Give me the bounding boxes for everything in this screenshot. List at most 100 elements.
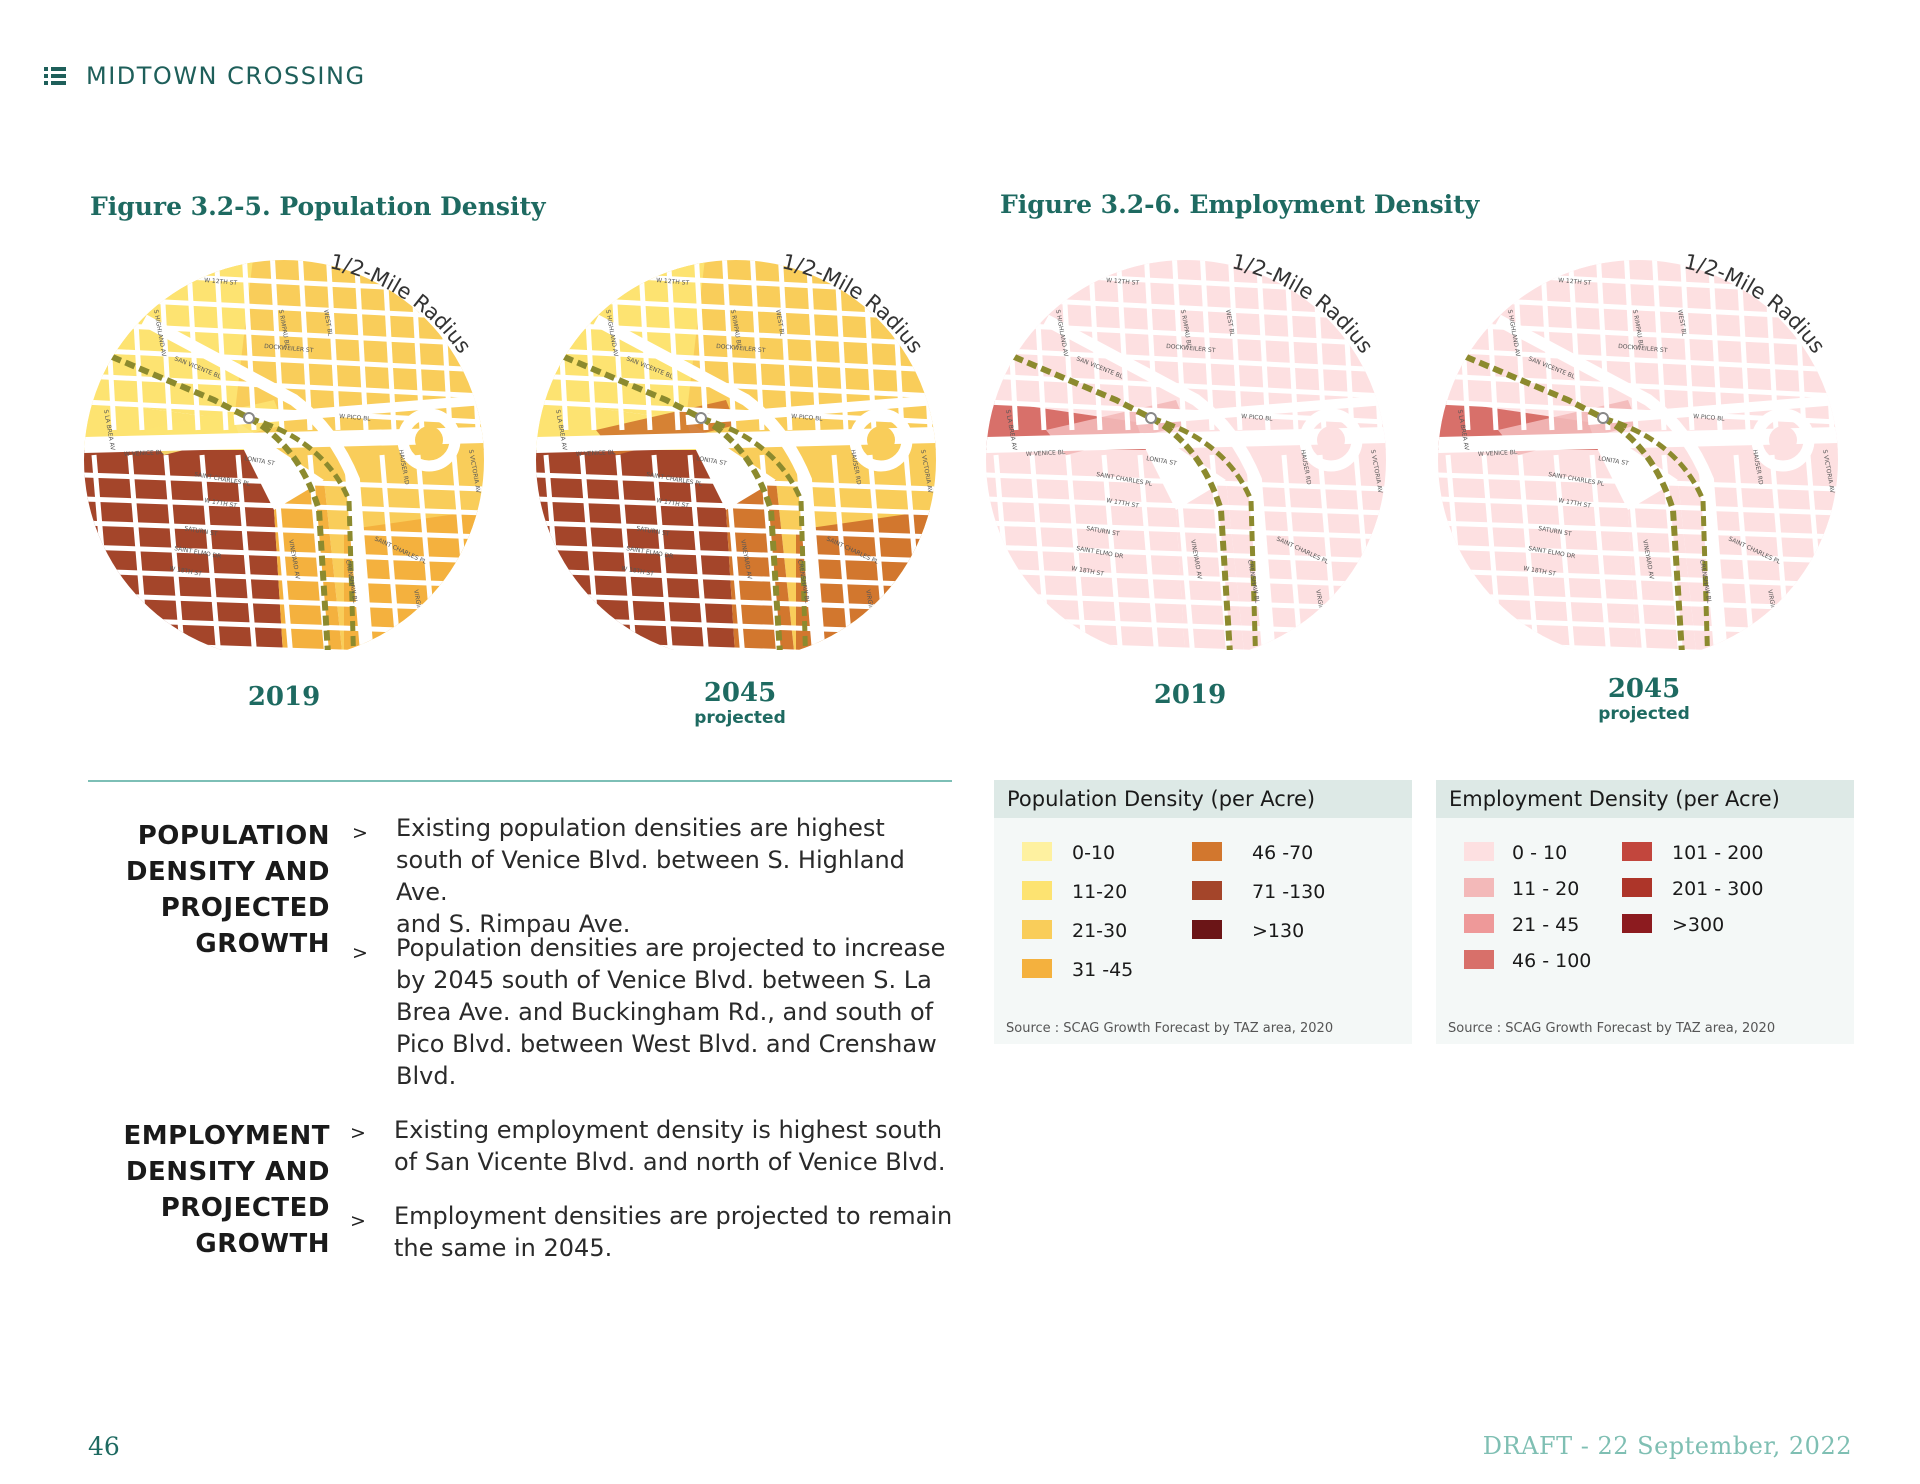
bullet-marker: > [350,1122,366,1144]
san-vicente-blvd [141,314,375,650]
street-line [199,454,223,650]
traffic-circle-island [1317,426,1345,454]
legend-swatch [1022,881,1052,900]
legend-swatch [1622,914,1652,933]
street-label: ARLINGTON RD [1334,604,1349,650]
street-line [536,496,936,516]
street-line [1173,454,1197,650]
legend-label: 21 - 45 [1512,914,1580,936]
traffic-circle [397,408,461,472]
bullet-text: Existing population densities are highes… [396,814,905,938]
legend-label: 101 - 200 [1672,842,1764,864]
legend-source: Source : SCAG Growth Forecast by TAZ are… [1006,1021,1334,1036]
pico-blvd [1135,395,1386,425]
street-line [1101,454,1125,650]
legend-swatch [1464,878,1494,897]
street-line [651,454,675,650]
street-label: W VENICE BL [576,449,616,458]
street-label: WEST BL [322,309,334,337]
year-label-pop-2045: 2045 [703,678,777,708]
station-marker [1597,412,1609,424]
list-icon[interactable] [44,66,66,86]
legend-label: >300 [1672,914,1725,936]
street-line [1171,260,1187,431]
street-line [1137,454,1161,650]
traffic-circle [1299,408,1363,472]
legend-label: >130 [1252,920,1305,942]
legend-swatch [1464,914,1494,933]
bullet-marker: > [352,822,368,844]
legend-label: 71 -130 [1252,881,1326,903]
street-line [213,260,229,431]
street-line [536,520,936,540]
street-line [1438,472,1838,492]
traffic-circle-island [1769,426,1797,454]
legend-swatch [1192,920,1222,939]
legend-label: 0-10 [1072,842,1116,864]
street-line [721,260,737,431]
street-label: DOCKWEILER ST [716,343,766,354]
bullet-marker: > [350,1210,366,1232]
street-label: WEST BL [1676,309,1688,337]
street-label: W PICO BL [339,413,372,423]
street-line [665,260,681,431]
street-line [693,260,709,431]
rail-line-branch [700,415,809,650]
street-line [1199,260,1215,431]
street-label: W 12TH ST [1106,277,1140,287]
rail-line-branch [1150,415,1259,650]
street-line [353,260,369,431]
pico-blvd [1587,395,1838,425]
street-line [986,373,1386,399]
legend-label: 201 - 300 [1672,878,1764,900]
street-line [235,454,259,650]
year-label-emp-2045: 2045 [1607,674,1681,704]
street-label: ARLINGTON RD [884,604,899,650]
street-label: W 12TH ST [204,277,238,287]
rail-line-branch [1602,415,1711,650]
traffic-circle [1751,408,1815,472]
street-line [1707,260,1723,431]
street-line [269,260,285,431]
traffic-circle-island [867,426,895,454]
legend-swatch [1192,881,1222,900]
section-divider [88,780,952,782]
section-title-population: POPULATION DENSITY AND PROJECTED GROWTH [125,821,330,959]
year-label-pop-2019: 2019 [247,682,321,712]
street-line [84,496,484,516]
station-marker [695,412,707,424]
legend-swatch [1464,842,1494,861]
legend-label: 11-20 [1072,881,1128,903]
street-label: WEST BL [774,309,786,337]
street-label: ARLINGTON RD [432,604,447,650]
station-marker [243,412,255,424]
street-label: W 12TH ST [1558,277,1592,287]
projected-note-pop: projected [694,708,786,728]
street-label: W PICO BL [791,413,824,423]
bullet-text: Existing employment density is highest s… [394,1116,946,1176]
figure-title-population: Figure 3.2-5. Population Density [90,192,546,221]
street-line [1589,454,1613,650]
street-line [687,454,711,650]
population-density-legend: Population Density (per Acre) 0-10 11-20… [994,780,1412,1044]
traffic-circle [849,408,913,472]
section-title-employment: EMPLOYMENT DENSITY AND PROJECTED GROWTH [123,1121,330,1259]
street-line [723,454,747,650]
station-marker [1145,412,1157,424]
legend-label: 46 -70 [1252,842,1314,864]
street-line [536,373,936,399]
street-line [986,520,1386,540]
street-line [749,260,765,431]
bullet-marker: > [352,942,368,964]
street-line [1679,260,1695,431]
pico-blvd [685,395,936,425]
street-line [1438,373,1838,399]
street-line [297,260,313,431]
street-line [1255,260,1271,431]
street-line [1227,260,1243,431]
legend-swatch [1022,959,1052,978]
legend-label: 0 - 10 [1512,842,1568,864]
street-line [1625,454,1649,650]
projected-note-emp: projected [1598,704,1690,724]
document-header: MIDTOWN CROSSING [44,62,366,90]
